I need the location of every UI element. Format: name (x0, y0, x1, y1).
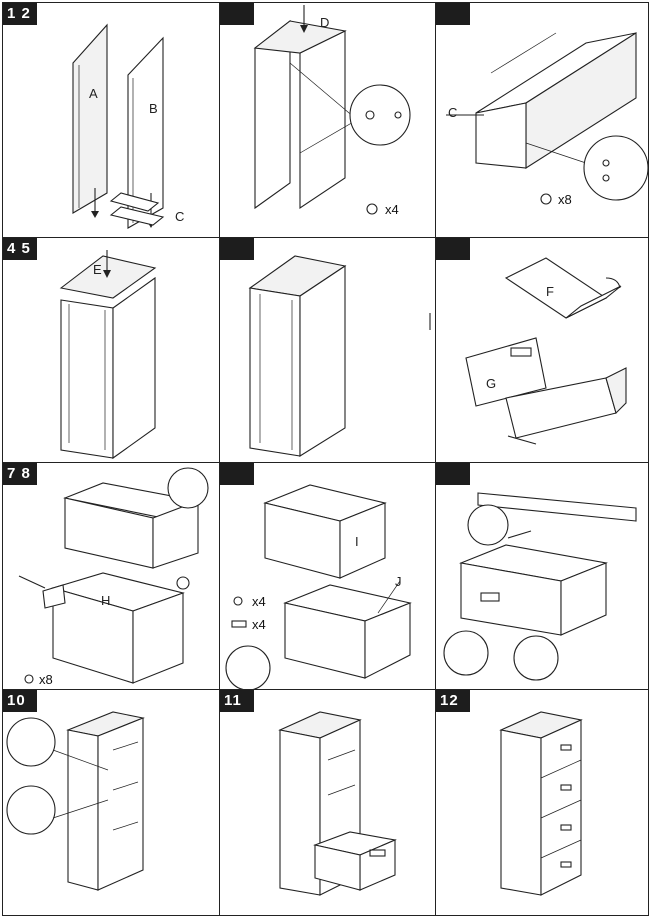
bolt-quantity: x4 (252, 617, 266, 632)
step-12-illustration (499, 711, 583, 896)
step-number (220, 463, 254, 485)
label-i: I (355, 534, 359, 549)
step-panel-5 (219, 237, 436, 463)
label-d: D (320, 15, 329, 30)
step-number: 4 5 (3, 238, 37, 260)
screw-quantity: x8 (558, 192, 572, 207)
step-number (436, 238, 470, 260)
step-5-illustration (248, 255, 431, 457)
screw-quantity: x4 (385, 202, 399, 217)
step-panel-7: H x8 7 8 (2, 462, 220, 690)
step-6-illustration: F G (465, 257, 627, 445)
label-g: G (486, 376, 496, 391)
step-panel-1: A B C 1 2 (2, 2, 220, 238)
step-1-illustration: A B C (72, 23, 184, 229)
label-f: F (546, 284, 554, 299)
step-3-illustration: C x8 (446, 31, 648, 207)
label-c: C (448, 105, 457, 120)
step-panel-2: D x4 (219, 2, 436, 238)
label-b: B (149, 101, 158, 116)
step-number: 7 8 (3, 463, 37, 485)
step-10-illustration (6, 711, 145, 891)
step-4-illustration: E (59, 250, 157, 460)
step-7-illustration: H x8 (18, 467, 209, 687)
step-number (436, 3, 470, 25)
step-panel-10: 10 (2, 689, 220, 916)
step-number (220, 3, 254, 25)
step-panel-9 (435, 462, 649, 690)
step-number (220, 238, 254, 260)
step-2-illustration: D x4 (253, 5, 411, 217)
step-number: 1 2 (3, 3, 37, 25)
label-c: C (175, 209, 184, 224)
step-9-illustration (443, 492, 637, 681)
step-number (436, 463, 470, 485)
step-panel-6: F G (435, 237, 649, 463)
label-j: J (395, 574, 402, 589)
label-a: A (89, 86, 98, 101)
step-number: 11 (220, 690, 254, 712)
screw-quantity: x4 (252, 594, 266, 609)
step-8-illustration: I J x4 x4 (225, 484, 412, 689)
step-panel-8: I J x4 x4 (219, 462, 436, 690)
step-panel-3: C x8 (435, 2, 649, 238)
screw-quantity: x8 (39, 672, 53, 687)
step-number: 12 (436, 690, 470, 712)
step-11-illustration (278, 711, 397, 896)
step-number: 10 (3, 690, 37, 712)
step-panel-12: 12 (435, 689, 649, 916)
step-panel-11: 11 (219, 689, 436, 916)
label-h: H (101, 593, 110, 608)
step-panel-4: E 4 5 (2, 237, 220, 463)
label-e: E (93, 262, 102, 277)
